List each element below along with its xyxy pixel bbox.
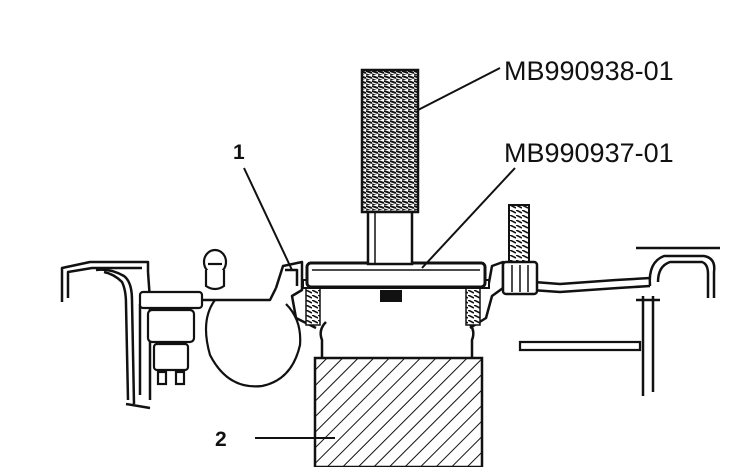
wiring-connector xyxy=(138,290,204,386)
shock-absorber-body xyxy=(313,356,484,467)
leader-mb990938-01 xyxy=(417,67,501,111)
callout-2: 2 xyxy=(215,428,227,451)
support-rod xyxy=(518,340,642,352)
stud-bolt xyxy=(501,204,539,296)
leader-mb990937-01 xyxy=(421,167,516,269)
left-body-panel xyxy=(60,260,278,410)
clamp-bracket xyxy=(204,299,302,388)
piston-rod-neck xyxy=(319,321,475,358)
tool-mb990937-01 xyxy=(305,261,487,302)
indicator-bulb xyxy=(202,248,228,291)
label-tool-lower: MB990937-01 xyxy=(504,138,674,168)
right-body-panel xyxy=(636,246,720,396)
callout-1: 1 xyxy=(233,141,245,164)
leader-lines xyxy=(243,67,516,439)
leader-1 xyxy=(243,167,293,271)
tool-mb990938-01 xyxy=(360,68,420,266)
label-tool-upper: MB990938-01 xyxy=(504,56,674,86)
